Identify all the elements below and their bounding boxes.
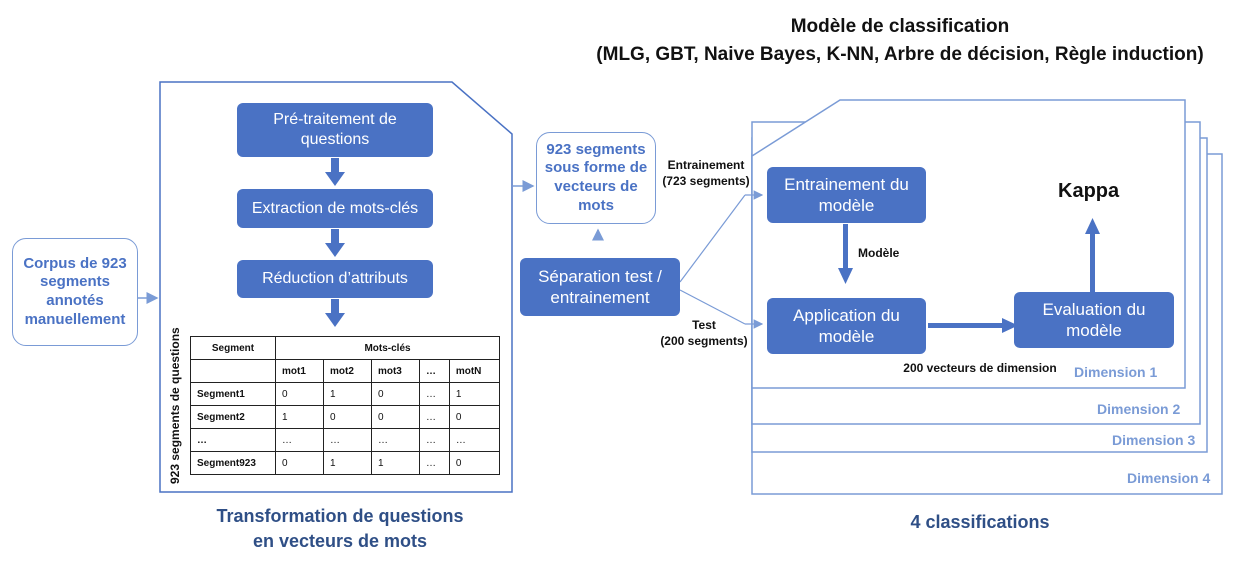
header-segment: Segment (190, 336, 276, 360)
table-header-row: Segment Mots-clés (190, 336, 500, 360)
table-cell: … (418, 451, 450, 475)
dimension-4-label: Dimension 4 (1127, 470, 1211, 486)
side-label: 923 segments de questions (168, 327, 182, 484)
caption-left: Transformation de questions en vecteurs … (180, 504, 500, 554)
subheader-cell: mot3 (370, 359, 420, 383)
subheader-cell: mot1 (275, 359, 324, 383)
kappa-label: Kappa (1058, 180, 1120, 202)
test-label-line1: Test (692, 318, 716, 332)
train-label-line1: Entrainement (667, 158, 745, 172)
table-subheader-row: mot1 mot2 mot3 … motN (190, 359, 501, 383)
extraction-box: Extraction de mots-clés (237, 189, 433, 228)
caption-left-line1: Transformation de questions (216, 506, 464, 526)
train-label-line2: (723 segments) (662, 173, 750, 188)
apply-model-box: Application du modèle (767, 298, 926, 354)
model-title-line1: Modèle de classification (790, 16, 1010, 37)
table-row: Segment2 1 0 0 … 0 (190, 405, 501, 429)
apply-model-label: Application du modèle (793, 305, 900, 346)
separation-label: Séparation test / entrainement (538, 266, 662, 307)
table-cell: … (322, 428, 372, 452)
eval-model-label: Evaluation du modèle (1042, 299, 1146, 340)
corpus-box: Corpus de 923 segments annotés manuellem… (12, 238, 138, 346)
row-name: Segment1 (190, 382, 276, 406)
reduction-box: Réduction d’attributs (237, 260, 433, 298)
test-label: Test (200 segments) (654, 318, 754, 349)
keyword-table: Segment Mots-clés mot1 mot2 mot3 … motN … (190, 336, 501, 475)
table-cell: 0 (448, 451, 501, 475)
table-cell: 0 (275, 451, 324, 475)
table-cell: 0 (370, 405, 420, 429)
table-cell: … (448, 428, 501, 452)
table-cell: … (418, 405, 450, 429)
table-row: Segment1 0 1 0 … 1 (190, 382, 501, 406)
pretraitement-label: Pré-traitement de questions (273, 111, 397, 148)
row-name: Segment923 (190, 451, 276, 475)
row-name: Segment2 (190, 405, 276, 429)
table-cell: … (275, 428, 324, 452)
vectors-box: 923 segments sous forme de vecteurs de m… (536, 132, 656, 224)
table-cell: 0 (275, 382, 324, 406)
vectors-label: 923 segments sous forme de vecteurs de m… (544, 140, 648, 214)
header-keywords: Mots-clés (275, 336, 500, 360)
table-cell: 1 (448, 382, 501, 406)
subheader-empty (190, 359, 276, 383)
subheader-cell: motN (448, 359, 501, 383)
extraction-label: Extraction de mots-clés (251, 199, 419, 217)
table-cell: … (418, 428, 450, 452)
train-label: Entrainement (723 segments) (656, 158, 756, 189)
table-cell: 1 (370, 451, 420, 475)
table-row: Segment923 0 1 1 … 0 (190, 451, 501, 475)
test-label-line2: (200 segments) (660, 333, 748, 348)
table-cell: 1 (322, 451, 372, 475)
train-model-label: Entrainement du modèle (784, 174, 909, 215)
model-label: Modèle (858, 246, 900, 260)
reduction-label: Réduction d’attributs (262, 270, 408, 287)
dimension-2-label: Dimension 2 (1097, 401, 1181, 417)
dimension-1-label: Dimension 1 (1074, 364, 1158, 380)
table-cell: 0 (370, 382, 420, 406)
separation-box: Séparation test / entrainement (520, 258, 680, 316)
table-cell: 1 (275, 405, 324, 429)
table-cell: 0 (322, 405, 372, 429)
subheader-cell: … (418, 359, 450, 383)
table-cell: 0 (448, 405, 501, 429)
caption-right: 4 classifications (910, 512, 1050, 532)
table-row: … … … … … … (190, 428, 501, 452)
subheader-cell: mot2 (322, 359, 372, 383)
caption-left-line2: en vecteurs de mots (252, 531, 428, 552)
eval-model-box: Evaluation du modèle (1014, 292, 1174, 348)
vectors-dim-label: 200 vecteurs de dimension (903, 361, 1057, 375)
table-cell: 1 (322, 382, 372, 406)
row-name: … (190, 428, 276, 452)
dimension-3-label: Dimension 3 (1112, 432, 1196, 448)
corpus-label: Corpus de 923 segments annotés manuellem… (23, 254, 127, 328)
pretraitement-box: Pré-traitement de questions (237, 103, 433, 157)
table-cell: … (370, 428, 420, 452)
model-title-line2: (MLG, GBT, Naive Bayes, K-NN, Arbre de d… (596, 44, 1204, 65)
model-title: Modèle de classification (MLG, GBT, Naiv… (570, 16, 1230, 66)
table-cell: … (418, 382, 450, 406)
train-model-box: Entrainement du modèle (767, 167, 926, 223)
